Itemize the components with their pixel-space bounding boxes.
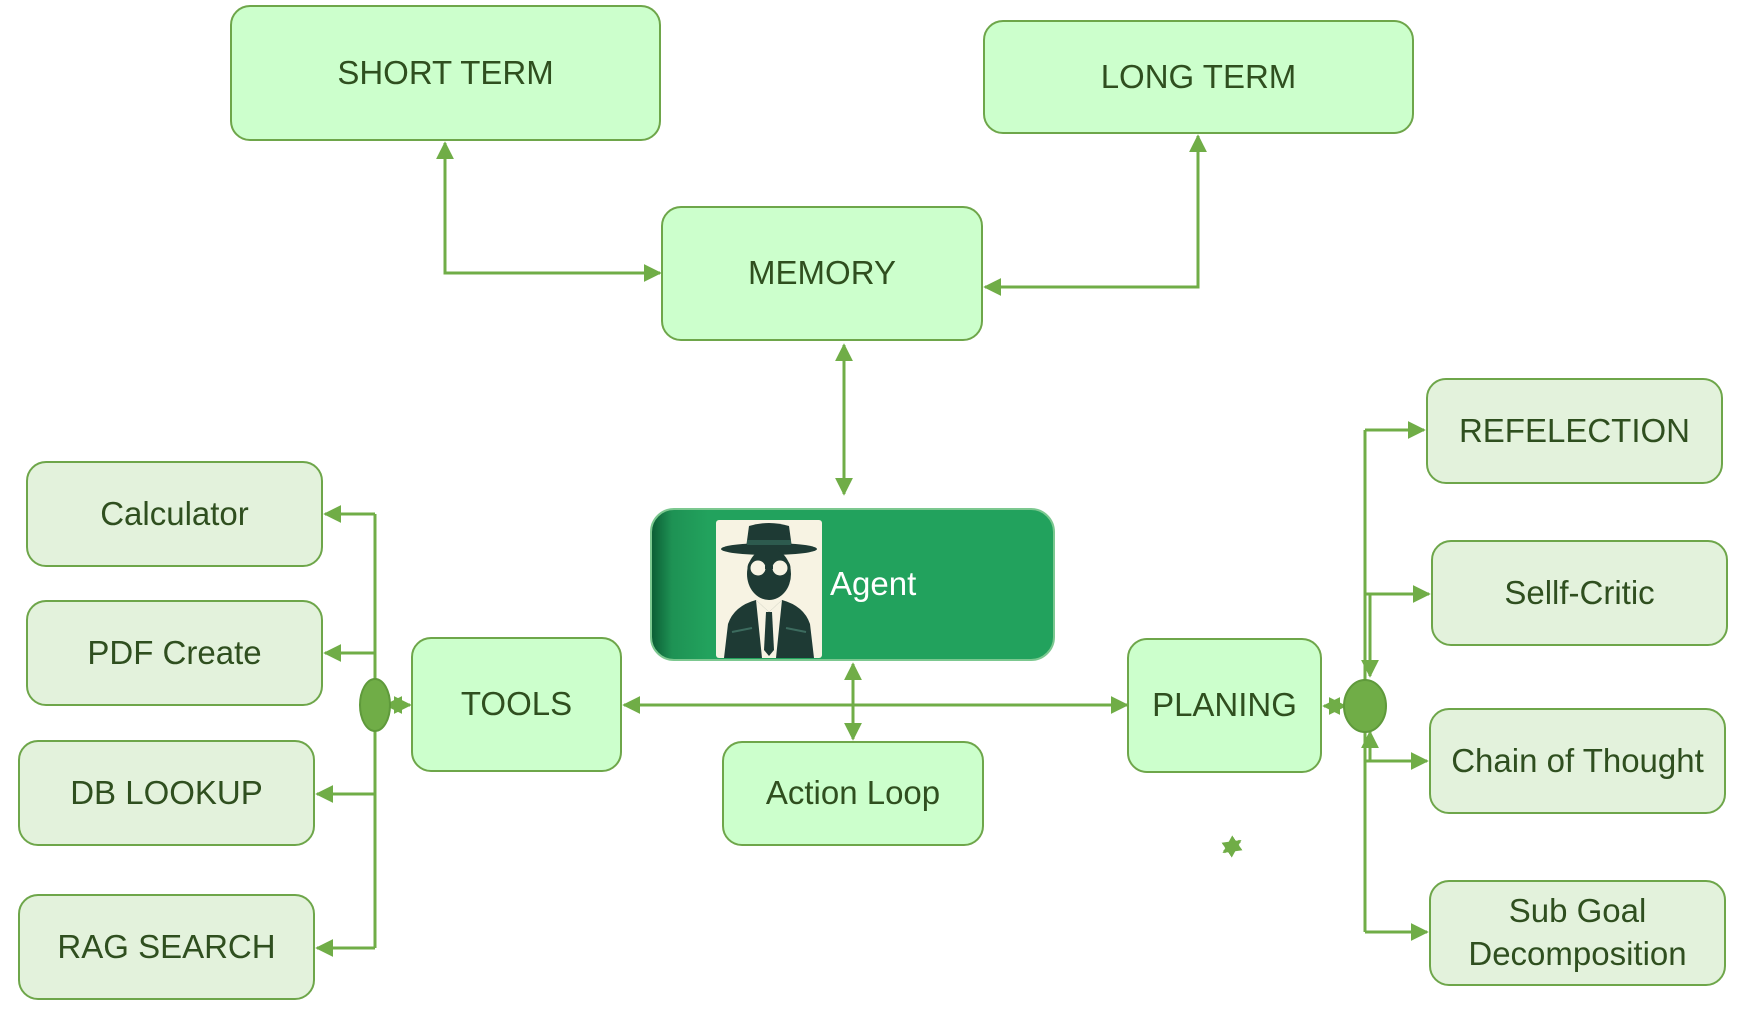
planing-label: PLANING: [1152, 686, 1297, 724]
spy-agent-icon: [721, 523, 817, 658]
long-term-node[interactable]: LONG TERM: [983, 20, 1414, 134]
sub-goal-label-line1: Sub Goal: [1508, 892, 1647, 930]
chain-of-thought-node[interactable]: Chain of Thought: [1429, 708, 1726, 814]
db-lookup-label: DB LOOKUP: [70, 773, 263, 811]
calculator-node[interactable]: Calculator: [26, 461, 323, 567]
arrow-memory-long-term: [983, 134, 1207, 296]
planing-hub-node: [1343, 679, 1387, 733]
short-term-node[interactable]: SHORT TERM: [230, 5, 661, 141]
tools-node[interactable]: TOOLS: [411, 637, 622, 772]
arrow-memory-short-term: [436, 141, 662, 282]
self-critic-node[interactable]: Sellf-Critic: [1431, 540, 1728, 646]
self-critic-label: Sellf-Critic: [1504, 573, 1655, 611]
reflection-node[interactable]: REFELECTION: [1426, 378, 1723, 484]
action-loop-node[interactable]: Action Loop: [722, 741, 984, 846]
memory-node[interactable]: MEMORY: [661, 206, 983, 341]
tools-label: TOOLS: [460, 685, 573, 723]
long-term-label: LONG TERM: [1100, 57, 1297, 95]
rag-search-label: RAG SEARCH: [57, 927, 276, 965]
tools-hub-node: [359, 678, 391, 732]
reflection-label: REFELECTION: [1458, 411, 1691, 449]
pdf-create-label: PDF Create: [87, 633, 262, 671]
rag-search-node[interactable]: RAG SEARCH: [18, 894, 315, 1000]
sub-goal-node[interactable]: Sub Goal Decomposition: [1429, 880, 1726, 986]
planing-node[interactable]: PLANING: [1127, 638, 1322, 773]
short-term-label: SHORT TERM: [337, 53, 554, 91]
stray-arrow: [1221, 835, 1243, 858]
memory-label: MEMORY: [748, 254, 896, 292]
agent-label: Agent: [830, 565, 917, 602]
sub-goal-label-line2: Decomposition: [1468, 935, 1687, 972]
calculator-label: Calculator: [100, 494, 249, 532]
pdf-create-node[interactable]: PDF Create: [26, 600, 323, 706]
action-loop-label: Action Loop: [765, 774, 941, 812]
db-lookup-node[interactable]: DB LOOKUP: [18, 740, 315, 846]
agent-avatar-icon: [716, 520, 822, 658]
chain-of-thought-label: Chain of Thought: [1451, 741, 1704, 779]
